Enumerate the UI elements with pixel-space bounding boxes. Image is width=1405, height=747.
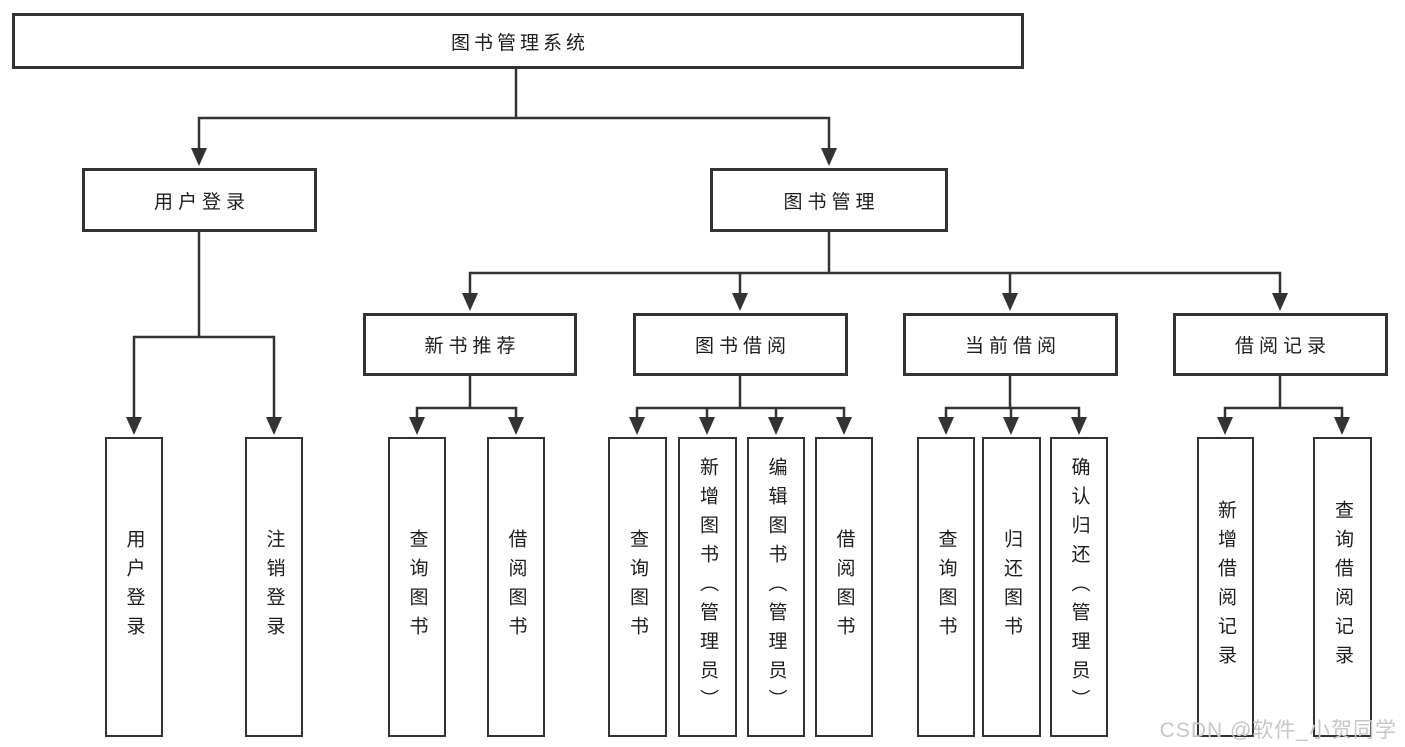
arrow-icon <box>1002 293 1018 311</box>
arrow-icon <box>836 417 852 435</box>
leaf-add-book-admin: 新增图书（管理员） <box>678 437 737 737</box>
node-user-login: 用户登录 <box>82 168 317 232</box>
leaf-label: 用户登录 <box>123 529 145 645</box>
arrow-icon <box>732 293 748 311</box>
leaf-label: 确认归还（管理员） <box>1068 456 1090 718</box>
leaf-edit-book-admin: 编辑图书（管理员） <box>747 437 805 737</box>
leaf-query-borrow-record: 查询借阅记录 <box>1313 437 1372 737</box>
connector-borrow-to-leaves <box>635 374 846 423</box>
leaf-label: 查询图书 <box>627 529 648 645</box>
leaf-query-book-recommend: 查询图书 <box>388 437 446 737</box>
leaf-borrow-book: 借阅图书 <box>815 437 873 737</box>
arrow-icon <box>1071 417 1087 435</box>
arrow-icon <box>508 417 524 435</box>
leaf-query-book-current: 查询图书 <box>917 437 975 737</box>
arrow-icon <box>1334 417 1350 435</box>
leaf-confirm-return-admin: 确认归还（管理员） <box>1050 437 1108 737</box>
node-root-system: 图书管理系统 <box>12 13 1024 69</box>
connector-current-to-leaves <box>944 374 1081 423</box>
arrow-icon <box>768 417 784 435</box>
connector-bookmgmt-to-level3 <box>468 230 1282 299</box>
connector-record-to-leaves <box>1223 374 1344 423</box>
node-borrow-record: 借阅记录 <box>1173 313 1388 376</box>
leaf-label: 归还图书 <box>1001 529 1022 645</box>
leaf-label: 查询图书 <box>935 529 957 645</box>
leaf-label: 注销登录 <box>263 529 285 645</box>
leaf-label: 新增借阅记录 <box>1215 500 1236 674</box>
node-book-borrow: 图书借阅 <box>633 313 848 376</box>
csdn-watermark: CSDN @软件_小贺同学 <box>1159 719 1397 742</box>
arrow-icon <box>191 148 207 166</box>
arrow-icon <box>821 148 837 166</box>
leaf-query-book-borrow: 查询图书 <box>608 437 667 737</box>
arrow-icon <box>409 417 425 435</box>
arrow-icon <box>126 417 142 435</box>
leaf-label: 查询图书 <box>406 529 428 645</box>
leaf-add-borrow-record: 新增借阅记录 <box>1197 437 1254 737</box>
node-current-borrow: 当前借阅 <box>903 313 1118 376</box>
leaf-label: 编辑图书（管理员） <box>765 456 787 718</box>
connector-root-to-level2 <box>197 67 831 154</box>
arrow-icon <box>938 417 954 435</box>
node-new-book-recommend: 新书推荐 <box>363 313 577 376</box>
arrow-icon <box>1217 417 1233 435</box>
arrow-icon <box>1003 417 1019 435</box>
arrow-icon <box>629 417 645 435</box>
leaf-label: 新增图书（管理员） <box>697 456 718 718</box>
arrow-icon <box>462 293 478 311</box>
arrow-icon <box>266 417 282 435</box>
connector-userlogin-to-leaves <box>132 230 276 423</box>
node-book-management: 图书管理 <box>710 168 948 232</box>
arrow-icon <box>699 417 715 435</box>
leaf-label: 借阅图书 <box>505 529 527 645</box>
leaf-label: 借阅图书 <box>833 529 855 645</box>
leaf-user-login: 用户登录 <box>105 437 163 737</box>
leaf-label: 查询借阅记录 <box>1332 500 1353 674</box>
arrowheads <box>126 148 1350 435</box>
connector-newrec-to-leaves <box>415 374 518 423</box>
leaf-logout: 注销登录 <box>245 437 303 737</box>
leaf-return-book: 归还图书 <box>982 437 1041 737</box>
arrow-icon <box>1272 293 1288 311</box>
leaf-borrow-book-recommend: 借阅图书 <box>487 437 545 737</box>
